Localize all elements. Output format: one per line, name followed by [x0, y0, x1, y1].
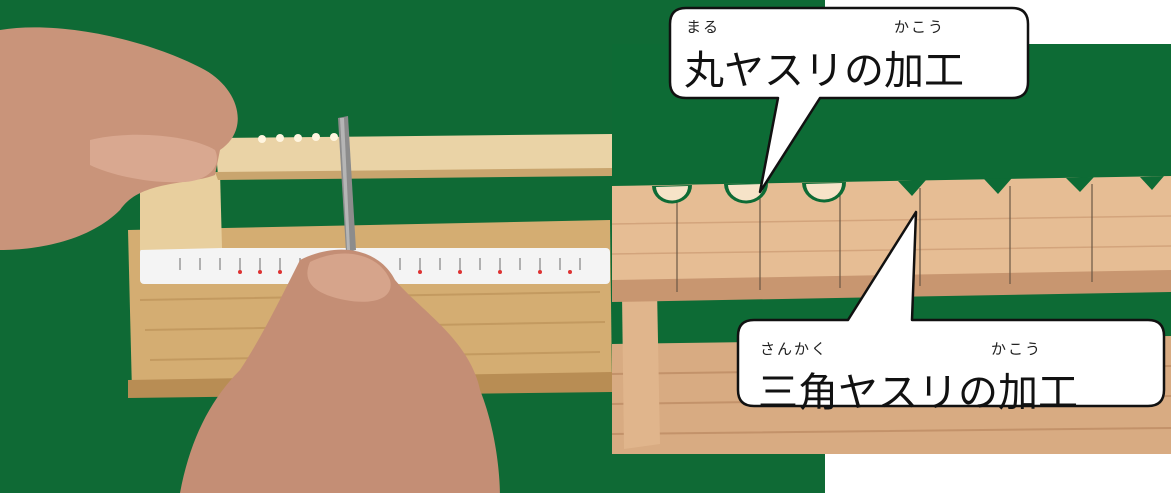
wooden-stick [215, 134, 612, 176]
ruby-kakou: かこう [894, 18, 946, 36]
label-round-file: 丸ヤスリの加工 [684, 48, 964, 94]
right-hand [180, 249, 500, 493]
callout-triangular-file-frame [736, 210, 1166, 408]
callout-round-file-frame [668, 6, 1030, 194]
ruby-sankaku: さんかく [760, 340, 829, 358]
vertical-support [622, 289, 660, 449]
label-triangular-file: 三角ヤスリの加工 [758, 370, 1078, 416]
support-block [140, 172, 222, 250]
ruby-maru: まる [686, 18, 721, 36]
ruby-kakou: かこう [991, 340, 1043, 358]
callout-triangular-file: さんかく かこう 三角ヤスリの加工 [736, 210, 1168, 416]
notched-stick [612, 176, 1171, 294]
callout-round-file: まる かこう 丸ヤスリの加工 [668, 6, 1030, 196]
